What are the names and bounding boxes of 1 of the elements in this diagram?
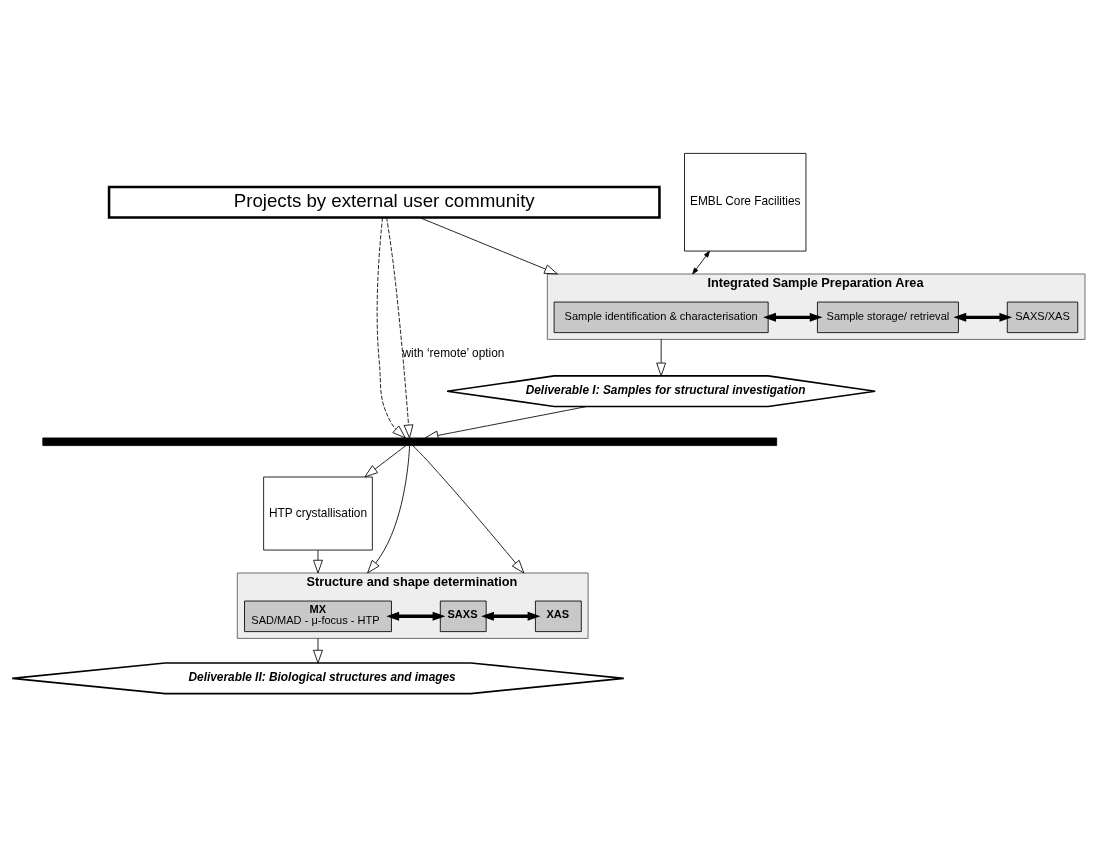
edge-label: with ‘remote’ option: [402, 345, 505, 360]
